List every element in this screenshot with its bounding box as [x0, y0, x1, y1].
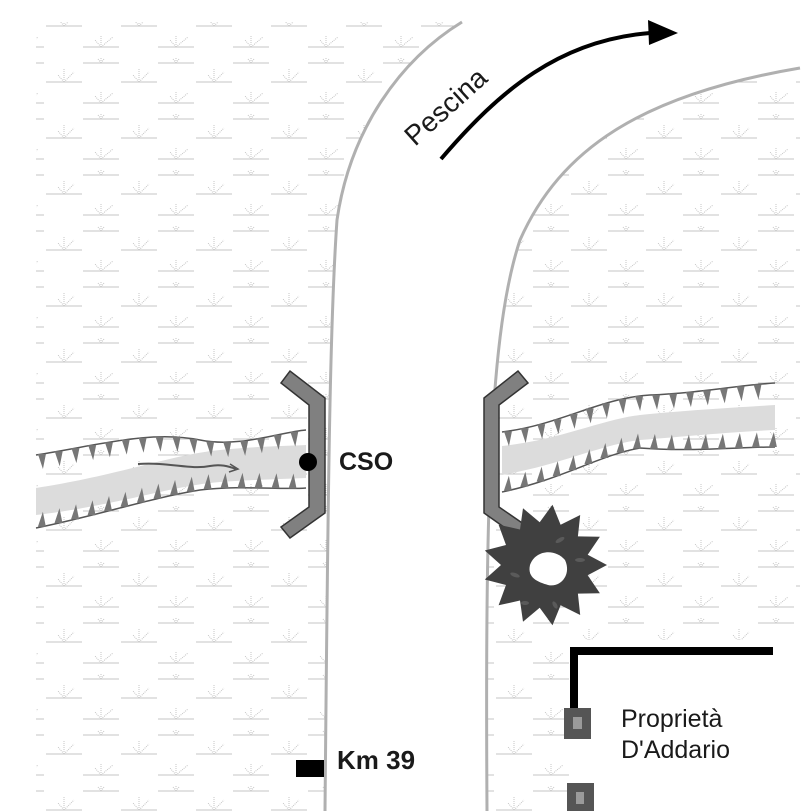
bank-tooth [54, 508, 63, 524]
bank-tooth [206, 441, 215, 457]
bank-tooth [536, 466, 545, 482]
bank-tooth [503, 431, 512, 447]
bank-tooth [203, 474, 212, 490]
bank-tooth [37, 454, 46, 470]
bank-tooth [668, 393, 677, 409]
bank-tooth [585, 408, 594, 424]
cso-point-icon [299, 453, 317, 471]
bank-tooth [186, 476, 195, 492]
bank-tooth [138, 437, 147, 453]
bank-tooth [223, 442, 232, 458]
bank-tooth [189, 438, 198, 454]
bank-tooth [702, 390, 711, 406]
bank-tooth [666, 434, 675, 450]
bank-tooth [584, 448, 593, 464]
bank-tooth [240, 440, 249, 456]
bank-tooth [520, 428, 529, 444]
bank-tooth [256, 438, 265, 454]
bank-tooth [71, 504, 80, 520]
road-edge-left [323, 20, 463, 811]
bank-tooth [601, 403, 610, 419]
bank-tooth [271, 473, 280, 489]
bank-tooth [172, 437, 181, 453]
cso-label: CSO [339, 448, 393, 476]
bank-tooth [683, 434, 692, 450]
bank-tooth [652, 394, 661, 410]
bank-tooth [553, 419, 562, 435]
bank-tooth [719, 388, 728, 404]
bank-tooth [753, 384, 762, 400]
bank-tooth [616, 437, 625, 453]
bank-tooth [273, 434, 282, 450]
bank-tooth [155, 436, 164, 452]
bank-tooth [700, 434, 709, 450]
bank-tooth [104, 496, 113, 512]
bank-tooth [104, 442, 113, 458]
bank-tooth [537, 424, 546, 440]
bank-tooth [734, 433, 743, 449]
bank-tooth [635, 396, 644, 412]
gate-post-icon [564, 708, 591, 739]
bank-tooth [568, 455, 577, 471]
bank-tooth [254, 472, 263, 488]
road-name-label: Pescina [398, 61, 493, 151]
bank-tooth [288, 473, 297, 489]
bank-tooth [54, 451, 63, 467]
bank-tooth [768, 432, 777, 448]
bank-tooth [520, 471, 529, 487]
bank-tooth [649, 433, 658, 449]
channel-left [35, 429, 307, 529]
gate-post-icon [567, 783, 594, 811]
bank-tooth [751, 432, 760, 448]
km-marker-icon [296, 760, 324, 777]
bank-tooth [170, 479, 179, 495]
bank-tooth [632, 433, 641, 449]
bank-tooth [136, 487, 145, 503]
bank-tooth [290, 431, 299, 447]
bank-tooth [552, 461, 561, 477]
bank-tooth [618, 399, 627, 415]
bank-tooth [237, 472, 246, 488]
bank-tooth [503, 475, 512, 491]
tree-canopy-icon [484, 504, 607, 626]
bank-tooth [87, 500, 96, 516]
bank-tooth [88, 445, 97, 461]
channel-right [501, 382, 777, 493]
bridge-parapet-left [279, 369, 326, 540]
property-label-line1: Proprietà [621, 705, 723, 733]
bank-tooth [37, 511, 46, 527]
bank-tooth [220, 473, 229, 489]
bank-tooth [120, 491, 129, 507]
bank-tooth [717, 433, 726, 449]
km-label: Km 39 [337, 745, 415, 775]
bank-tooth [569, 413, 578, 429]
property-fence [570, 647, 773, 710]
flow-arrow-icon [137, 462, 237, 470]
bank-tooth [71, 448, 80, 464]
curved-arrow-icon [439, 31, 651, 161]
bank-tooth [736, 386, 745, 402]
bank-tooth [685, 392, 694, 408]
bank-tooth [600, 443, 609, 459]
arrow-head-icon [648, 20, 678, 45]
bank-tooth [121, 439, 130, 455]
bank-tooth [153, 483, 162, 499]
property-label-line2: D'Addario [621, 736, 730, 764]
